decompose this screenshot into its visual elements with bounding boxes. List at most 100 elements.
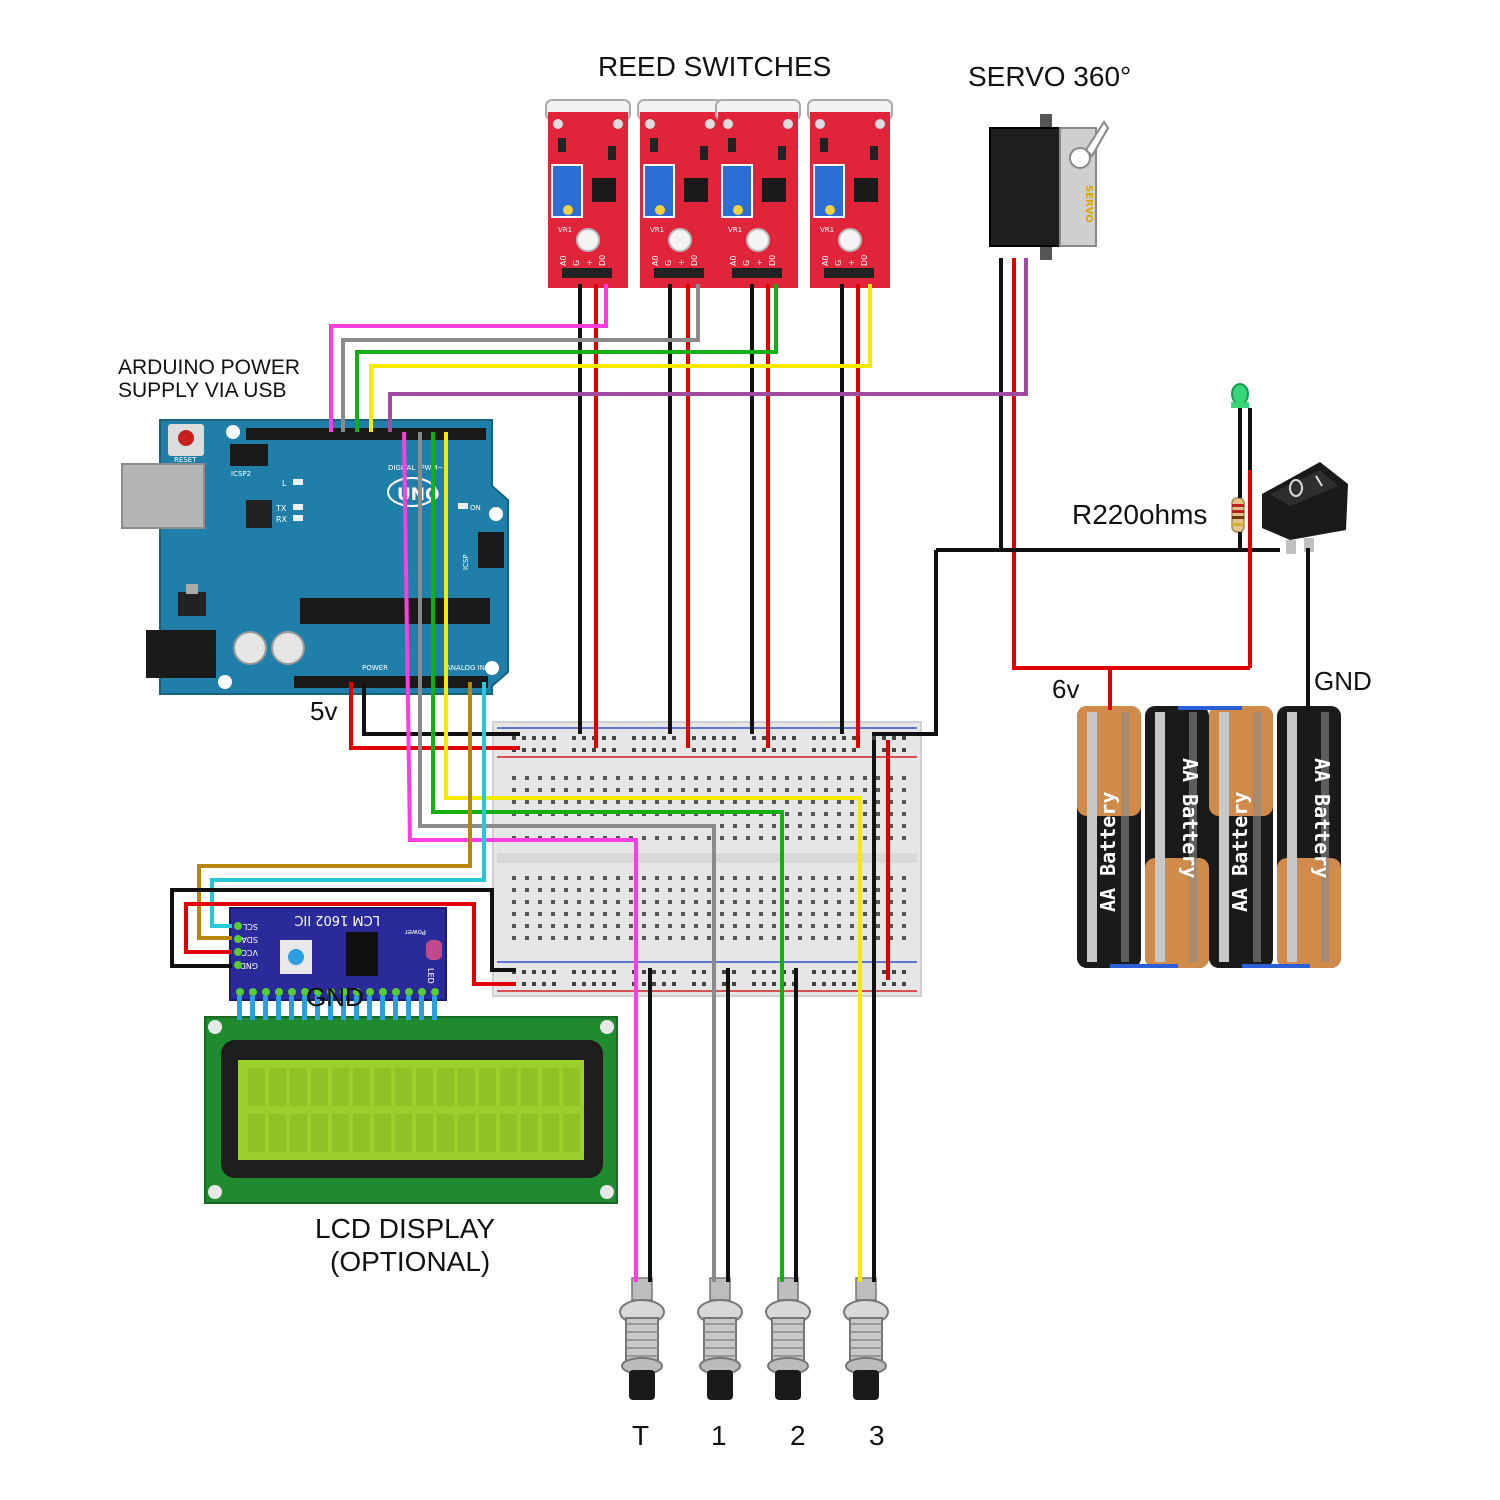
wire-green [355, 284, 778, 432]
atmega-chip [300, 598, 490, 624]
lcd-label-line2: (OPTIONAL) [330, 1246, 490, 1277]
lcd-module-label: LCM 1602 IIC [294, 912, 380, 927]
servo-brand-label: SERVO [1083, 185, 1094, 223]
power-analog-header [294, 676, 488, 688]
reed-pin-label: G [742, 260, 751, 266]
wire-cyan [210, 682, 486, 928]
wire-gray [418, 432, 716, 1282]
reed-switches-label: REED SWITCHES [598, 51, 831, 82]
wire-gray [341, 284, 700, 432]
arduino-rx-label: RX [276, 515, 288, 524]
reed-pin-label: G [834, 260, 843, 266]
reed-pin-label: + [847, 259, 856, 266]
lcd-module [204, 1016, 618, 1204]
button-3-label: 3 [869, 1420, 885, 1451]
wire-black [872, 550, 938, 736]
battery-3: AA Battery [1209, 706, 1273, 968]
reed-pin-label: + [755, 259, 764, 266]
reed-pin-label: G [664, 260, 673, 266]
wire-yellow [444, 432, 862, 1282]
arduino-icsp2-label: ICSP2 [231, 470, 251, 478]
reed-pin-label: G [572, 260, 581, 266]
wiring [170, 258, 1310, 1282]
push-button-3 [765, 1277, 811, 1400]
lcd-pin-scl-label: SCL [242, 922, 258, 931]
wire-yellow [369, 284, 872, 432]
battery-gnd-label: GND [1314, 666, 1372, 696]
battery-1: AA Battery [1077, 706, 1141, 968]
lcd-led-label: LED [426, 968, 435, 984]
lcd-pin-vcc-label: VCC [241, 948, 258, 957]
battery-label: AA Battery [1096, 792, 1120, 912]
wire-black [170, 888, 516, 972]
reed-pin-label: A0 [651, 255, 660, 266]
push-button-1 [619, 1277, 665, 1400]
arduino-l-label: L [282, 479, 287, 488]
reed-pin-label: + [585, 259, 594, 266]
reed-pin-label: A0 [559, 255, 568, 266]
arduino-digital-label: DIGITAL (PWM~) [388, 464, 446, 472]
battery-4: AA Battery [1277, 706, 1341, 968]
icsp-header [478, 532, 504, 568]
servo-label: SERVO 360° [968, 61, 1131, 92]
arduino-icsp-label: ICSP [462, 554, 470, 570]
arduino-power-label-line2: SUPPLY VIA USB [118, 379, 286, 402]
arduino-power-label-line1: ARDUINO POWER [118, 356, 300, 379]
arduino-tx-label: TX [275, 504, 287, 513]
wire-red [184, 902, 516, 986]
arduino-uno: RESET ICSP2 DIGITAL (PWM~) UNO ON TX RX … [121, 419, 509, 695]
reed-pin-label: A0 [821, 255, 830, 266]
servo-motor: SERVO [989, 114, 1110, 260]
arduino-on-label: ON [470, 504, 481, 512]
button-1-label: 1 [711, 1420, 727, 1451]
usb-port [121, 463, 205, 529]
lcd-pin-sda-label: SDA [241, 935, 258, 944]
led [1231, 383, 1249, 408]
button-t-label: T [632, 1420, 649, 1451]
arduino-reset-label: RESET [174, 456, 197, 464]
resistor [1231, 497, 1245, 533]
arduino-power-label: POWER [362, 664, 388, 672]
reed-pin-label: D0 [860, 255, 869, 266]
power-jack [146, 630, 216, 678]
lcd-power-label: Power [405, 928, 426, 936]
battery-label: AA Battery [1310, 758, 1334, 878]
push-button-2 [697, 1277, 743, 1400]
wire-red [349, 682, 520, 750]
reed-vr-label: VR1 [558, 226, 572, 234]
lcd-label-line1: LCD DISPLAY [315, 1213, 495, 1244]
resistor-label: R220ohms [1072, 499, 1207, 530]
wire-brown [197, 682, 472, 940]
digital-header [246, 428, 486, 440]
icsp2-header [230, 444, 268, 466]
battery-label: AA Battery [1228, 792, 1252, 912]
reed-pin-label: D0 [768, 255, 777, 266]
wire-purple [388, 258, 1028, 432]
uno-logo [387, 477, 437, 507]
six-volt-label: 6v [1052, 674, 1079, 704]
wire-green [431, 432, 784, 1282]
i2c-backpack: LCM 1602 IIC Power LED SCL SDA VCC GND [229, 907, 447, 1020]
breadboard [492, 721, 922, 997]
push-buttons [619, 1277, 889, 1400]
reed-pin-label: + [677, 259, 686, 266]
button-2-label: 2 [790, 1420, 806, 1451]
reed-vr-label: VR1 [650, 226, 664, 234]
reed-vr-label: VR1 [820, 226, 834, 234]
wire-red [1012, 258, 1250, 670]
battery-label: AA Battery [1178, 758, 1202, 878]
reed-pin-label: A0 [729, 255, 738, 266]
lcd-gnd-label: GND [306, 982, 364, 1012]
wire-magenta [329, 284, 608, 432]
battery-2: AA Battery [1145, 706, 1209, 968]
wire-magenta [402, 431, 638, 1282]
push-button-4 [843, 1277, 889, 1400]
arduino-analog-label: ANALOG IN [446, 664, 485, 672]
five-volt-label: 5v [310, 696, 337, 726]
